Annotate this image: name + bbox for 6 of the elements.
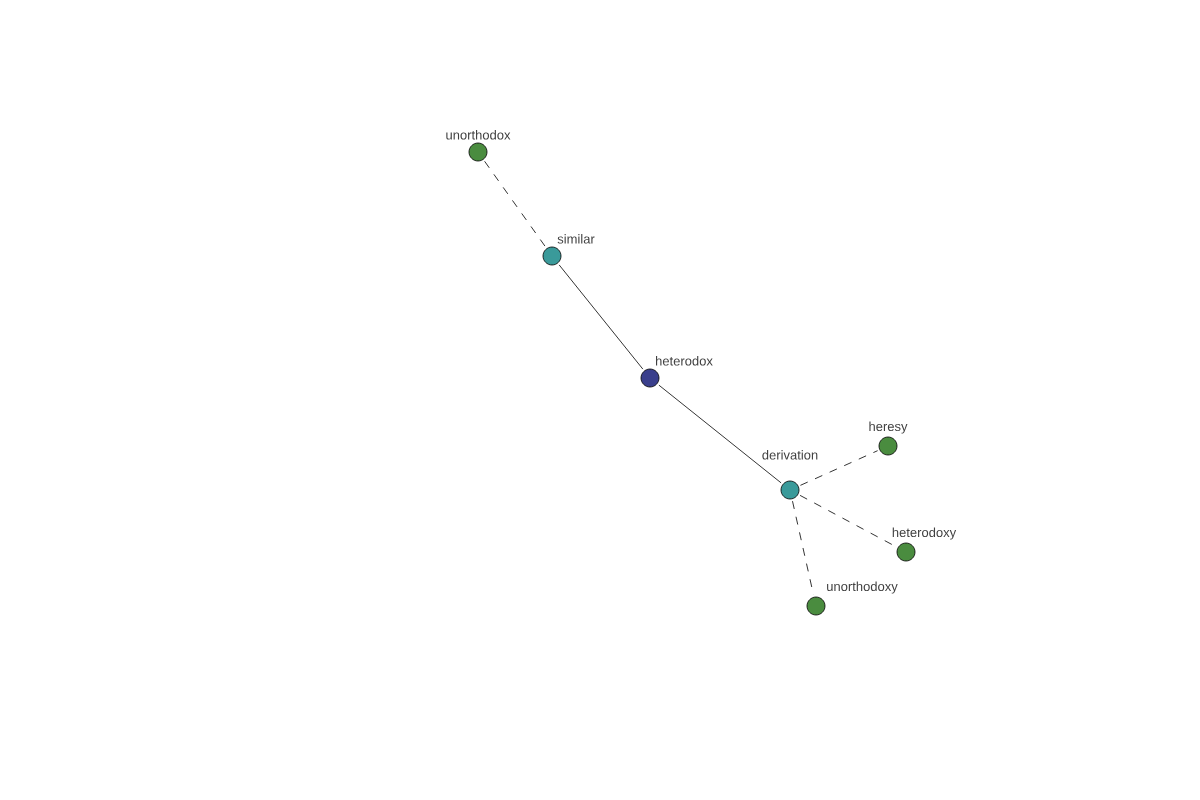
connector-line [558, 264, 644, 370]
connector-line [799, 495, 897, 548]
connector-line [484, 160, 546, 248]
connector-line [658, 384, 782, 484]
connector-line [792, 500, 814, 596]
connector-line [800, 450, 878, 486]
